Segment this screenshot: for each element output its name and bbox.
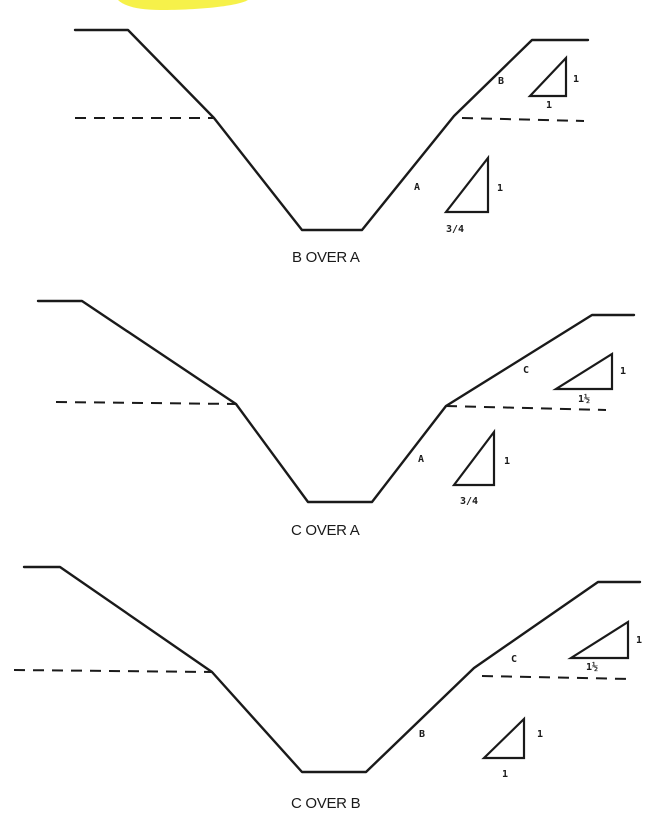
upper-slope-triangle bbox=[552, 352, 614, 391]
layer-boundary-left bbox=[13, 669, 213, 673]
upper-layer-label: B bbox=[498, 76, 504, 87]
lower-slope-rise: 1 bbox=[504, 456, 510, 467]
upper-slope-run: 1 bbox=[546, 100, 552, 111]
upper-slope-run: 1½ bbox=[578, 393, 590, 405]
layer-boundary-left bbox=[55, 401, 237, 405]
lower-slope-rise: 1 bbox=[537, 729, 543, 740]
upper-slope-rise: 1 bbox=[620, 366, 626, 377]
upper-slope-rise: 1 bbox=[636, 635, 642, 646]
lower-layer-label: B bbox=[419, 729, 425, 740]
lower-slope-rise: 1 bbox=[497, 183, 503, 194]
lower-slope-run: 1 bbox=[502, 769, 508, 780]
upper-layer-label: C bbox=[523, 365, 529, 376]
diagram-caption: C OVER B bbox=[291, 795, 361, 812]
diagram-caption: B OVER A bbox=[292, 249, 360, 266]
layer-boundary-right bbox=[461, 117, 585, 122]
cut-profile bbox=[73, 28, 590, 232]
diagram-c-over-b: C B 1 1½ 1 1 C OVER B bbox=[13, 565, 642, 812]
lower-layer-label: A bbox=[418, 454, 424, 465]
lower-slope-run: 3/4 bbox=[460, 496, 478, 507]
lower-layer-label: A bbox=[414, 182, 420, 193]
diagram-b-over-a: B A 1 1 1 3/4 B OVER A bbox=[73, 28, 590, 266]
lower-slope-triangle bbox=[451, 428, 496, 487]
layer-boundary-right bbox=[445, 405, 607, 411]
upper-slope-triangle bbox=[527, 55, 568, 98]
diagram-caption: C OVER A bbox=[291, 522, 360, 539]
upper-layer-label: C bbox=[511, 654, 517, 665]
upper-slope-triangle bbox=[567, 620, 630, 660]
diagram-c-over-a: C A 1 1½ 1 3/4 C OVER A bbox=[36, 299, 636, 539]
layer-boundary-right bbox=[481, 675, 631, 680]
lower-slope-triangle bbox=[443, 154, 490, 214]
upper-slope-rise: 1 bbox=[573, 74, 579, 85]
cut-profile bbox=[36, 299, 636, 504]
upper-slope-run: 1½ bbox=[586, 661, 598, 673]
cut-profile bbox=[22, 565, 642, 774]
lower-slope-triangle bbox=[481, 716, 526, 760]
lower-slope-run: 3/4 bbox=[446, 224, 464, 235]
highlighter-mark bbox=[118, 0, 248, 10]
